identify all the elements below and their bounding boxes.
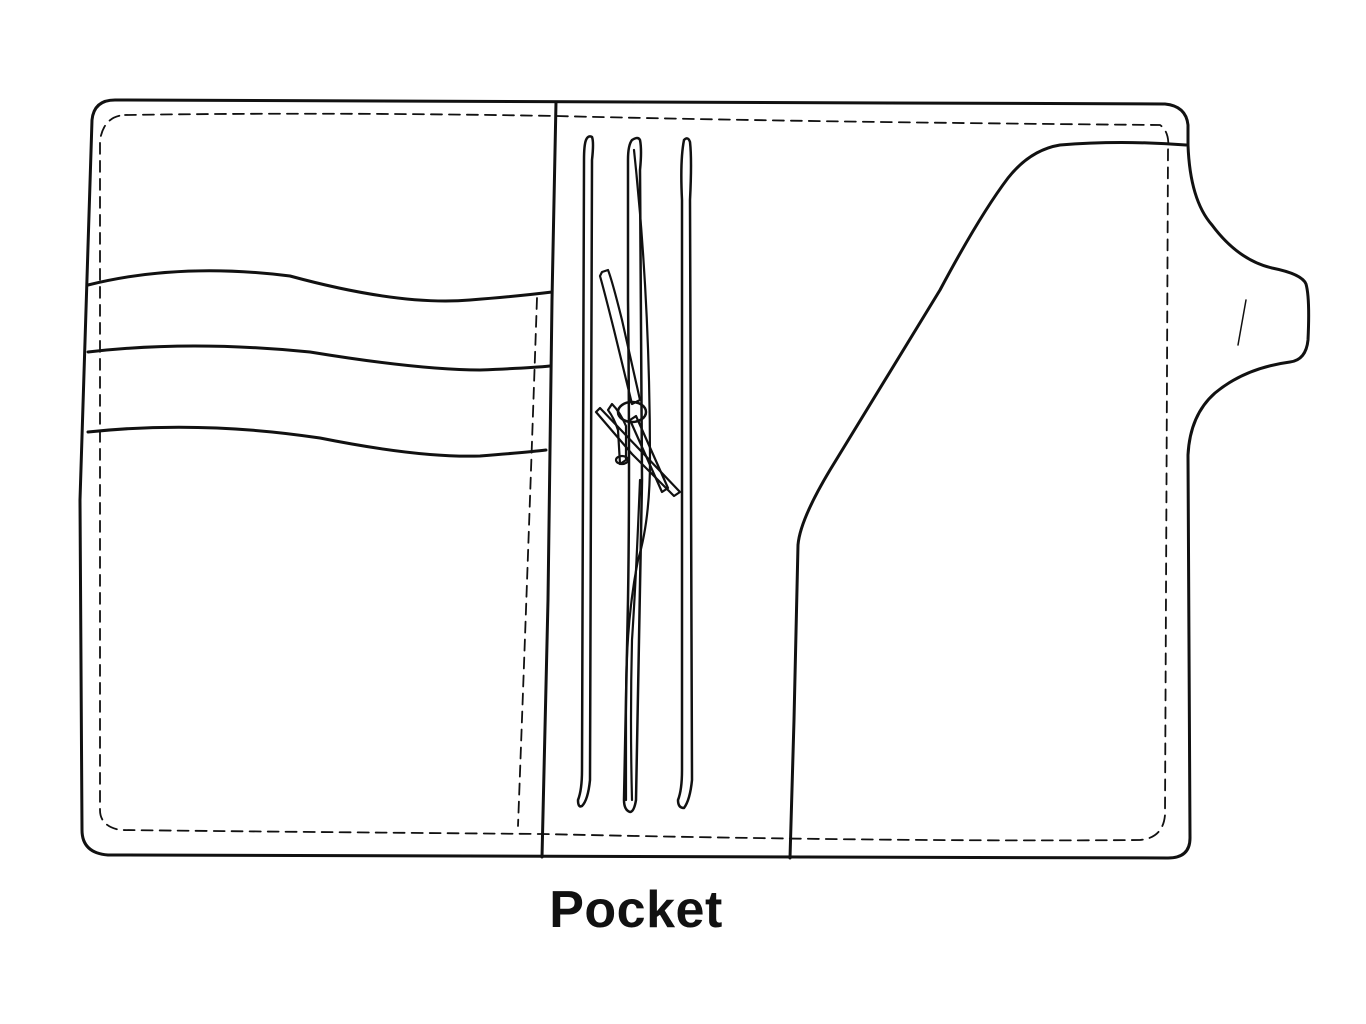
stitch-line xyxy=(99,112,1170,842)
elastic-band-2 xyxy=(622,136,644,814)
elastic-band-3 xyxy=(676,137,694,810)
caption-label: Pocket xyxy=(549,881,723,939)
tie-strand-b xyxy=(594,406,682,498)
elastic-band-2-strand-b xyxy=(629,478,642,802)
card-slot-middle xyxy=(86,344,552,372)
card-slot-top xyxy=(86,269,554,303)
pocket-stitch-line xyxy=(517,297,538,827)
cover-outline xyxy=(78,98,1311,860)
knot xyxy=(616,400,648,424)
tie-strand-d xyxy=(628,414,670,494)
tab-shading-stroke xyxy=(1237,299,1247,346)
elastic-band-2-strand xyxy=(624,148,652,802)
elastic-band-1 xyxy=(576,135,595,808)
tie-strand-a xyxy=(598,268,642,406)
tie-end-cap xyxy=(614,454,630,466)
card-slot-bottom xyxy=(86,425,548,458)
right-pocket-edge xyxy=(788,141,1188,860)
spine-line xyxy=(540,100,558,859)
